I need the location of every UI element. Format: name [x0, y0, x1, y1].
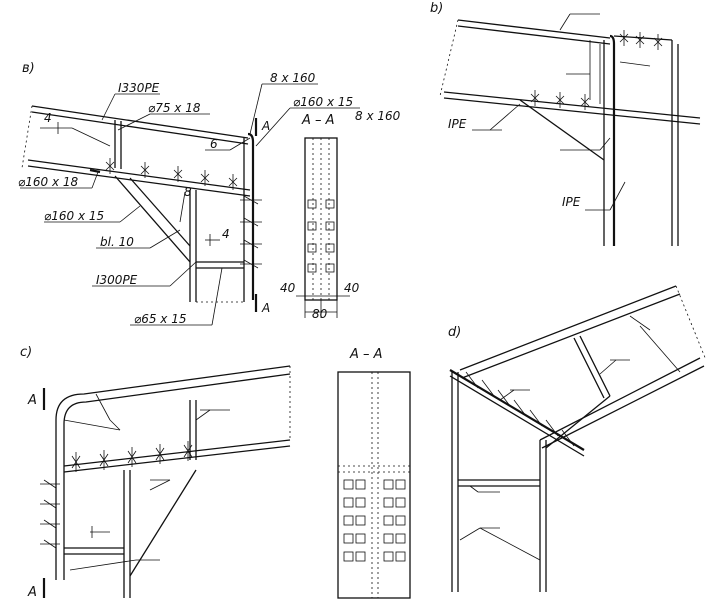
- callout-plate-8x160-side: 8 x 160: [355, 109, 401, 123]
- panel-a-section-label: A – A: [301, 113, 335, 128]
- panel-a-end-plate: [89, 118, 258, 312]
- callout-weld-4: 4: [44, 111, 52, 125]
- callout-weld-6: 6: [210, 137, 218, 151]
- panel-c-letter-top: A: [27, 393, 37, 408]
- panel-c: c) A A: [20, 345, 291, 600]
- panel-a-bolts: [105, 158, 262, 269]
- panel-c-label: c): [20, 345, 32, 360]
- panel-c-section: A – A: [337, 347, 411, 599]
- dim-right: 40: [344, 281, 360, 295]
- dim-total: 80: [312, 307, 328, 321]
- callout-rafter-profile: I330PE: [118, 81, 160, 95]
- panel-b-rafter-label: IPE: [448, 117, 467, 131]
- panel-c-section-label: A – A: [349, 347, 383, 362]
- callout-weld-4b: 4: [222, 227, 230, 241]
- panel-c-letter-bottom: A: [27, 585, 37, 600]
- panel-b-label: b): [430, 1, 443, 16]
- panel-b-column-label: IPE: [562, 195, 581, 209]
- callout-column-profile: I300PE: [96, 273, 138, 287]
- callout-plate-8x160-top: 8 x 160: [270, 71, 316, 85]
- callout-plate-75: ⌀75 x 18: [148, 101, 201, 115]
- panel-d: d): [448, 285, 707, 592]
- panel-b: b) IPE IPE: [430, 1, 701, 246]
- callout-plate-160x18: ⌀160 x 18: [18, 175, 78, 189]
- callout-plate-65: ⌀65 x 15: [134, 312, 187, 326]
- panel-a-leaders: [20, 83, 360, 326]
- section-letter-top: A: [261, 119, 270, 133]
- panel-a-rafter: [21, 105, 251, 197]
- callout-plate-160x15: ⌀160 x 15: [44, 209, 104, 223]
- panel-d-label: d): [448, 325, 461, 340]
- dim-left: 40: [280, 281, 296, 295]
- callout-plate-160x15-top: ⌀160 x 15: [293, 95, 353, 109]
- panel-a-label: в): [22, 61, 35, 76]
- section-letter-bottom: A: [261, 301, 270, 315]
- panel-a-section: A – A 40 40 80: [280, 113, 360, 321]
- callout-weld-8: 8: [184, 185, 192, 199]
- panel-a: в): [18, 61, 401, 326]
- callout-bracket: bl. 10: [100, 235, 134, 249]
